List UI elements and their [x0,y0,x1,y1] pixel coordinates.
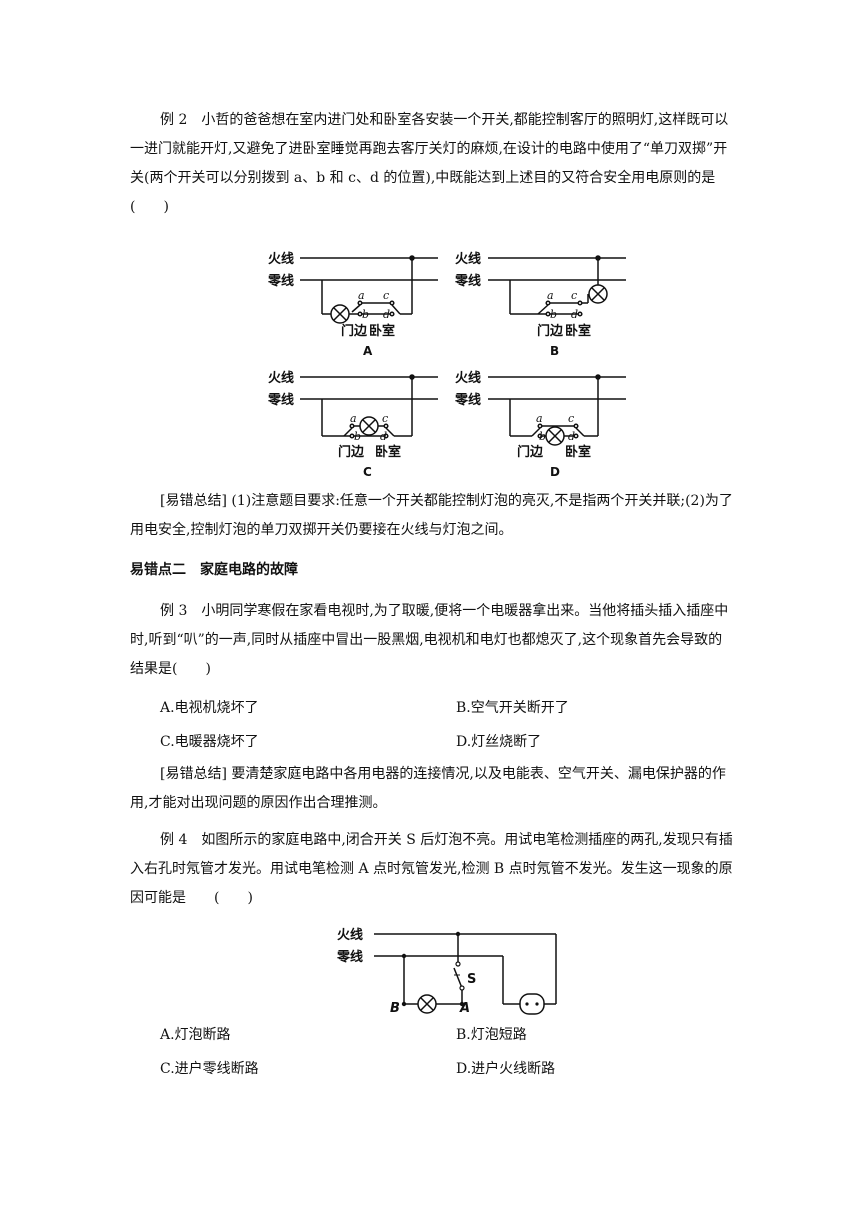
ex3-option-b[interactable]: B.空气开关断开了 [456,700,569,716]
circuit-diagram-grid: 火线 零线 a c b d 门边 卧室 A 火线 零线 a c b d 门边 卧… [267,251,626,479]
section-heading: 易错点二 家庭电路的故障 [130,562,298,578]
example-4-text: 例 4 如图所示的家庭电路中,闭合开关 S 后灯泡不亮。用试电笔检测插座的两孔,… [130,832,733,906]
door-label: 门边 [517,444,544,460]
ex4-option-c[interactable]: C.进户零线断路 [160,1061,259,1077]
live-wire-label: 火线 [337,927,363,943]
contact-d-label: d [568,430,575,443]
point-a-label: A [459,1001,470,1016]
contact-b-label: b [539,430,546,443]
example-2-text: 例 2 小哲的爸爸想在室内进门处和卧室各安装一个开关,都能控制客厅的照明灯,这样… [130,112,729,215]
contact-a-label: a [350,412,357,425]
contact-a-label: a [358,289,365,302]
contact-b-label: b [362,308,369,321]
bedroom-label: 卧室 [565,323,591,339]
summary-2: [易错总结] 要清楚家庭电路中各用电器的连接情况,以及电能表、空气开关、漏电保护… [130,766,726,811]
neutral-wire-label: 零线 [454,273,481,289]
bedroom-label: 卧室 [375,444,401,460]
bedroom-label: 卧室 [369,323,395,339]
switch-s-label: S [467,972,476,987]
live-wire-label: 火线 [268,370,294,386]
door-label: 门边 [341,323,368,339]
circuit-d [488,374,626,439]
lamp-icon [417,994,437,1014]
contact-a-label: a [536,412,543,425]
live-wire-label: 火线 [268,251,294,267]
circuit-c [300,374,438,439]
contact-c-label: c [383,289,389,302]
bedroom-label: 卧室 [565,444,591,460]
diagram-label-a: A [363,344,373,358]
neutral-wire-label: 零线 [336,949,363,965]
door-label: 门边 [338,444,365,460]
ex4-option-d[interactable]: D.进户火线断路 [456,1061,556,1077]
summary-1: [易错总结] (1)注意题目要求:任意一个开关都能控制灯泡的亮灭,不是指两个开关… [130,493,733,538]
contact-c-label: c [568,412,574,425]
contact-b-label: b [550,308,557,321]
ex4-circuit-diagram: 火线 零线 S A B [336,927,557,1016]
circuit-a [300,255,438,317]
door-label: 门边 [537,323,564,339]
ex3-option-a[interactable]: A.电视机烧坏了 [160,700,259,716]
contact-b-label: b [354,430,361,443]
circuit-b [488,255,626,317]
ex3-option-d[interactable]: D.灯丝烧断了 [456,734,542,750]
ex4-option-b[interactable]: B.灯泡短路 [456,1027,527,1043]
contact-d-label: d [380,430,387,443]
neutral-wire-label: 零线 [454,392,481,408]
point-b-label: B [390,1001,400,1016]
diagram-label-c: C [363,465,372,479]
live-wire-label: 火线 [455,370,481,386]
ex4-option-a[interactable]: A.灯泡断路 [160,1027,231,1043]
contact-d-label: d [383,308,390,321]
contact-a-label: a [547,289,554,302]
neutral-wire-label: 零线 [267,392,294,408]
example-3-text: 例 3 小明同学寒假在家看电视时,为了取暖,便将一个电暖器拿出来。当他将插头插入… [130,603,729,677]
contact-c-label: c [571,289,577,302]
diagram-label-d: D [550,465,560,479]
ex3-option-c[interactable]: C.电暖器烧坏了 [160,734,259,750]
live-wire-label: 火线 [455,251,481,267]
diagram-label-b: B [550,344,559,358]
neutral-wire-label: 零线 [267,273,294,289]
contact-c-label: c [382,412,388,425]
contact-d-label: d [571,308,578,321]
